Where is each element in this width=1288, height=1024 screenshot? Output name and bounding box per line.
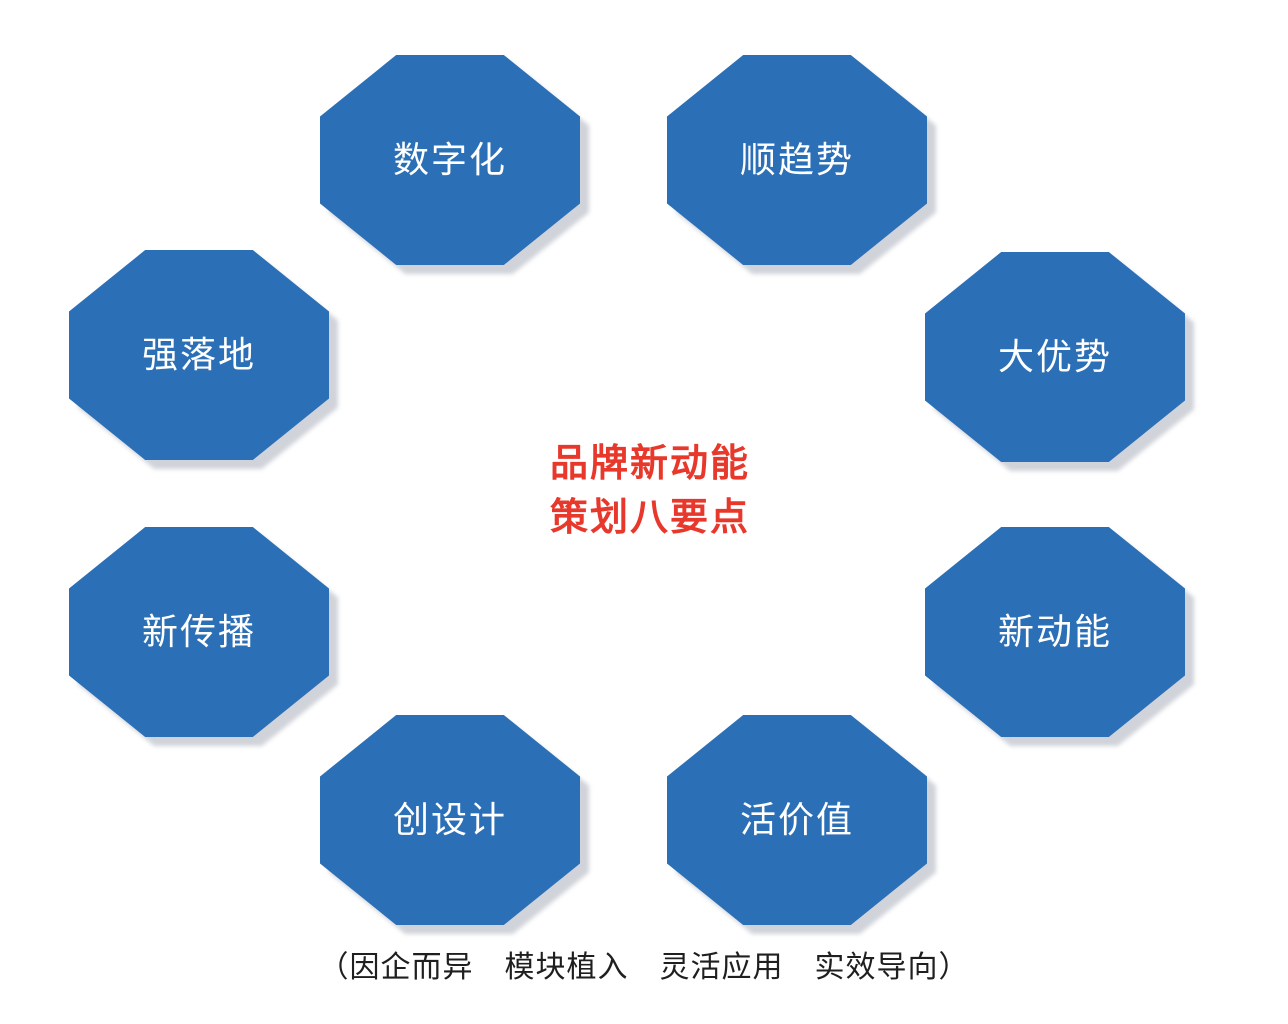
node-label: 大优势 (997, 336, 1112, 377)
node-new-communication: 新传播 (69, 527, 329, 737)
center-title-line1: 品牌新动能 (549, 443, 750, 485)
octagon-shape: 新传播 (69, 527, 329, 737)
node-creative-design: 创设计 (320, 715, 580, 925)
node-label: 顺趋势 (739, 139, 854, 180)
center-title-line2: 策划八要点 (549, 496, 750, 539)
octagon-shape: 大优势 (925, 252, 1185, 462)
node-live-value: 活价值 (667, 715, 927, 925)
node-label: 数字化 (392, 139, 507, 180)
octagon-shape: 顺趋势 (667, 55, 927, 265)
node-digitalization: 数字化 (320, 55, 580, 265)
node-label: 活价值 (739, 799, 854, 840)
node-label: 强落地 (141, 334, 256, 375)
node-new-momentum: 新动能 (925, 527, 1185, 737)
node-follow-trend: 顺趋势 (667, 55, 927, 265)
octagon-shape: 创设计 (320, 715, 580, 925)
octagon-shape: 活价值 (667, 715, 927, 925)
node-big-advantage: 大优势 (925, 252, 1185, 462)
footnote-text: （因企而异 模块植入 灵活应用 实效导向） (318, 951, 970, 984)
node-label: 新动能 (997, 611, 1112, 652)
octagon-shape: 强落地 (69, 250, 329, 460)
octagon-shape: 新动能 (925, 527, 1185, 737)
center-title: 品牌新动能 策划八要点 (400, 438, 900, 546)
node-label: 创设计 (392, 799, 507, 840)
octagon-shape: 数字化 (320, 55, 580, 265)
node-strong-landing: 强落地 (69, 250, 329, 460)
node-label: 新传播 (141, 611, 256, 652)
